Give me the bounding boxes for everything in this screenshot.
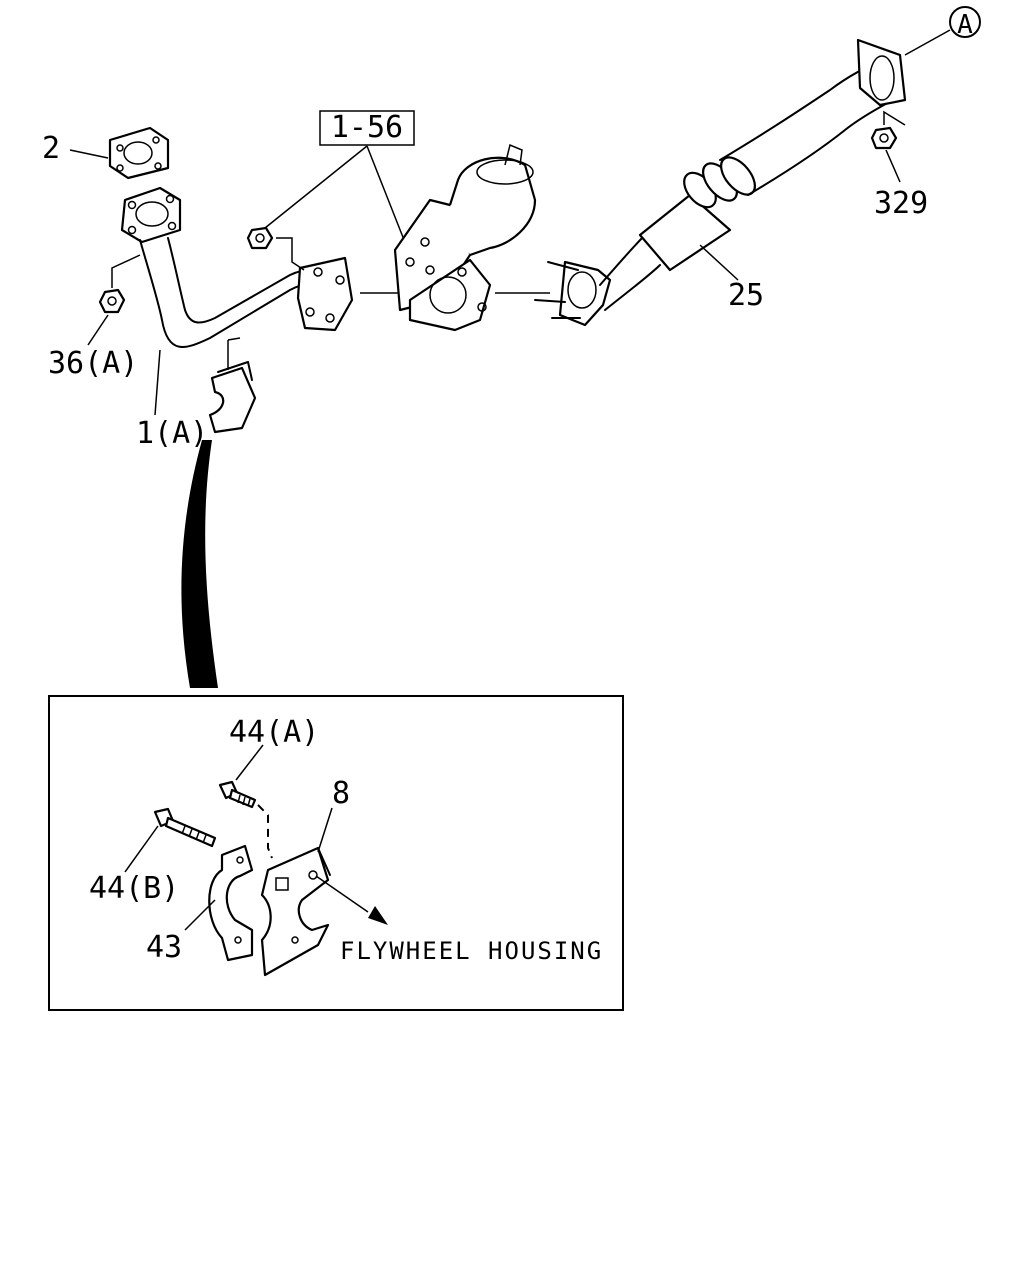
flywheel-housing-pointer (315, 875, 388, 925)
bolt-44a (218, 780, 273, 859)
front-exhaust-pipe-1a (120, 186, 354, 348)
nut-329 (870, 110, 906, 150)
clamp-43 (208, 844, 254, 962)
rear-exhaust-pipe-25 (534, 38, 907, 327)
flywheel-housing-note: FLYWHEEL HOUSING (340, 937, 603, 965)
callout-44b: 44(B) (89, 871, 179, 906)
detail-inset-frame (48, 695, 624, 1011)
leader-1a (154, 349, 161, 416)
leader-2 (69, 149, 109, 159)
callout-36a: 36(A) (48, 346, 138, 381)
pipe-clamp-bracket (208, 337, 257, 434)
callout-43: 43 (146, 930, 182, 965)
bracket-8 (260, 846, 331, 977)
callout-329: 329 (874, 186, 928, 221)
callout-8: 8 (332, 776, 350, 811)
gasket-part-2 (108, 126, 170, 180)
nut-36a (98, 254, 141, 314)
callout-1-56: 1-56 (331, 110, 403, 145)
callout-1a: 1(A) (136, 416, 208, 451)
nut-upper (246, 226, 305, 271)
leader-44a (235, 744, 264, 781)
leader-329 (885, 149, 901, 183)
bolt-44b (153, 807, 217, 848)
leader-36a (87, 314, 109, 346)
exhaust-brake-unit (360, 143, 550, 332)
callout-2: 2 (42, 131, 60, 166)
leader-43 (184, 899, 216, 931)
leader-44b (124, 825, 159, 873)
leader-25 (699, 244, 739, 281)
reference-marker-a: A (904, 6, 981, 56)
detail-view-arrow (181, 440, 218, 688)
callout-box-1-56: 1-56 (264, 110, 415, 251)
callout-44a: 44(A) (229, 715, 319, 750)
leader-8 (317, 807, 333, 853)
callout-25: 25 (728, 278, 764, 313)
reference-a-label: A (957, 10, 973, 40)
